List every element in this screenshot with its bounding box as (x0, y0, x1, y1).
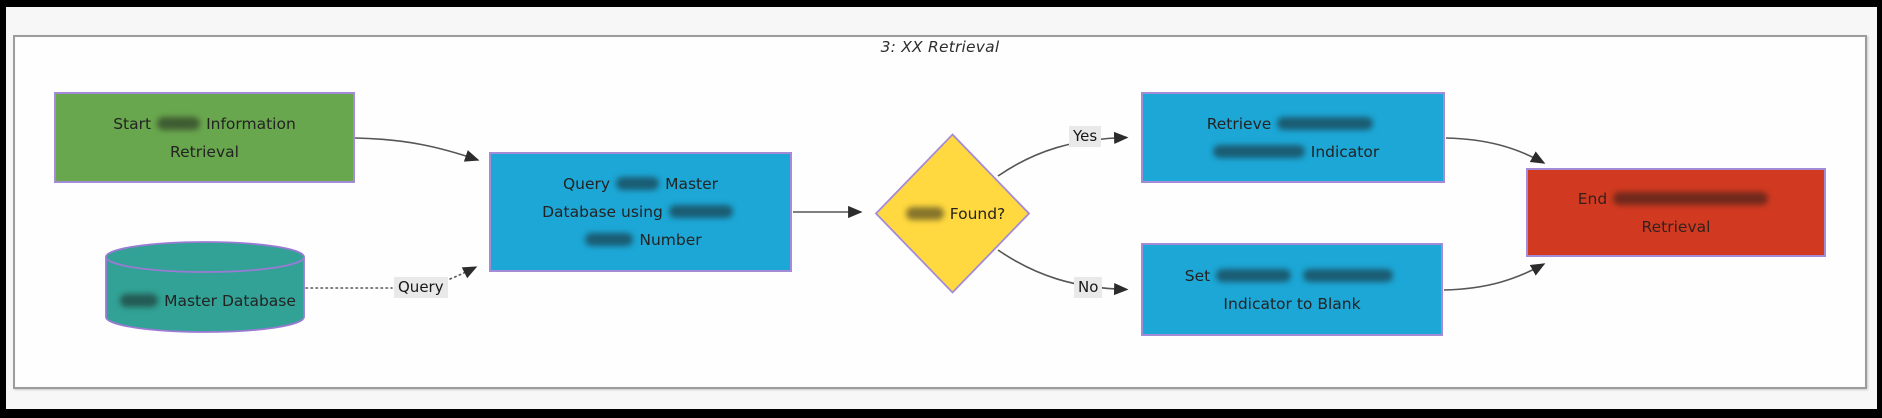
retrieve-indicator-node: Retrieve Indicator (1141, 92, 1445, 183)
start-text-pre: Start (113, 114, 152, 133)
query-text-l1-pre: Query (562, 175, 611, 193)
redacted-text (1613, 191, 1769, 205)
decision-text: Found? (949, 204, 1006, 223)
redacted-text (616, 177, 660, 190)
database-node-label: Master Database (104, 259, 306, 315)
query-node-label: Query Master Database using Number (491, 170, 790, 254)
decision-node-label: Found? (874, 200, 1031, 228)
redacted-text (1212, 144, 1305, 158)
edge-querylabel-to-query (449, 266, 478, 280)
edge-label-query: Query (394, 277, 448, 298)
set-text-pre: Set (1184, 266, 1211, 285)
retrieve-text-post: Indicator (1310, 142, 1380, 161)
retrieve-node-label: Retrieve Indicator (1143, 110, 1443, 166)
start-text-line2: Retrieval (170, 142, 239, 161)
query-text-l2: Database using (542, 203, 663, 221)
query-text-l1-post: Master (665, 175, 719, 193)
decision-node: Found? (874, 133, 1031, 294)
edge-decision-yes (997, 131, 1129, 177)
flow-edges (305, 131, 1546, 296)
redacted-text (1277, 116, 1374, 130)
redacted-text (1216, 268, 1292, 282)
start-node-label: Start Information Retrieval (56, 110, 353, 166)
start-node: Start Information Retrieval (54, 92, 355, 183)
end-node-label: End Retrieval (1528, 185, 1824, 241)
set-text-line2: Indicator to Blank (1223, 294, 1361, 313)
edge-start-to-query (354, 137, 480, 162)
diagram-title: 3: XX Retrieval (880, 38, 1000, 56)
redacted-text (1303, 268, 1394, 282)
redacted-text (157, 116, 201, 130)
start-text-post: Information (206, 114, 296, 133)
redacted-text (585, 233, 634, 246)
edge-decision-no (997, 249, 1129, 296)
set-node-label: Set Indicator to Blank (1143, 262, 1441, 318)
end-text-line2: Retrieval (1641, 217, 1711, 236)
query-text-l3: Number (639, 231, 702, 249)
cylinder-shape (105, 241, 305, 333)
set-indicator-node: Set Indicator to Blank (1141, 243, 1443, 336)
redacted-text (668, 205, 733, 218)
query-node: Query Master Database using Number (489, 152, 792, 272)
redacted-text (120, 294, 159, 307)
diamond-shape (874, 133, 1031, 294)
edge-label-yes: Yes (1069, 126, 1102, 147)
edge-set-to-end (1443, 263, 1546, 291)
database-text: Master Database (164, 292, 296, 310)
database-node: Master Database (104, 240, 306, 334)
edge-label-no: No (1074, 277, 1103, 298)
edge-retrieve-to-end (1445, 137, 1546, 164)
retrieve-text-pre: Retrieve (1206, 114, 1272, 133)
redacted-text (905, 206, 944, 220)
end-text-pre: End (1577, 189, 1608, 208)
end-node: End Retrieval (1526, 168, 1826, 257)
